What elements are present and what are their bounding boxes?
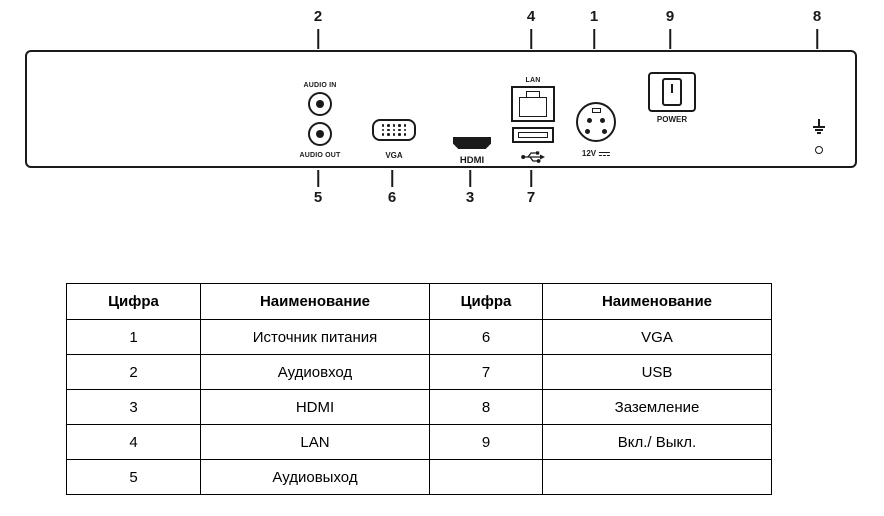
cell: 2 [66,354,201,390]
cell: VGA [542,319,772,355]
callout-line [469,170,471,187]
col-header-digit-1: Цифра [66,283,201,320]
callout-number-4: 4 [526,8,536,25]
lan-port [511,86,555,122]
audio-in-jack [308,92,332,116]
cell [542,459,772,495]
cell: 6 [429,319,543,355]
dc-pin [587,118,592,123]
col-header-digit-2: Цифра [429,283,543,320]
cell [429,459,543,495]
audio-in-label: AUDIO IN [303,82,337,89]
usb-icon [521,151,545,163]
cell: Аудиовход [200,354,430,390]
table-row: 3 HDMI 8 Заземление [66,389,772,425]
callout-number-8: 8 [812,8,822,25]
cell: 1 [66,319,201,355]
cell: 9 [429,424,543,460]
cell: Источник питания [200,319,430,355]
callout-line [593,29,595,49]
cell: LAN [200,424,430,460]
cell: 8 [429,389,543,425]
dc-power-connector [576,102,616,142]
cell: Аудиовыход [200,459,430,495]
callout-line [530,170,532,187]
callout-number-9: 9 [665,8,675,25]
callout-line [391,170,393,187]
vga-port [372,119,416,141]
col-header-name-1: Наименование [200,283,430,320]
callout-number-2: 2 [313,8,323,25]
callout-number-3: 3 [465,189,475,206]
callout-number-5: 5 [313,189,323,206]
device-rear-panel: AUDIO IN AUDIO OUT VGA HDMI LAN [25,50,857,168]
callout-line [530,29,532,49]
dc-pin [602,129,607,134]
audio-out-jack [308,122,332,146]
ports-reference-table: Цифра Наименование Цифра Наименование 1 … [66,283,772,495]
power-switch [648,72,696,112]
ground-screw [815,146,823,154]
callout-line [317,170,319,187]
table-header-row: Цифра Наименование Цифра Наименование [66,283,772,320]
hdmi-label: HDMI [459,155,485,166]
table-row: 4 LAN 9 Вкл./ Выкл. [66,424,772,460]
callout-number-1: 1 [589,8,599,25]
hdmi-port [453,137,491,149]
cell: 5 [66,459,201,495]
col-header-name-2: Наименование [542,283,772,320]
power-label: POWER [656,115,688,124]
table-row: 1 Источник питания 6 VGA [66,319,772,355]
callout-line [317,29,319,49]
vga-label: VGA [385,151,403,160]
power-rocker [662,78,682,106]
table-row: 2 Аудиовход 7 USB [66,354,772,390]
dc-12v-label: 12V [581,149,611,158]
cell: 3 [66,389,201,425]
lan-clip-tab [526,91,540,97]
callout-line [816,29,818,49]
usb-port [512,127,554,143]
dc-connector-notch [591,108,601,113]
dc-pin [600,118,605,123]
usb-contact-bar [518,132,548,138]
callout-number-7: 7 [526,189,536,206]
cell: 7 [429,354,543,390]
cell: HDMI [200,389,430,425]
audio-out-label: AUDIO OUT [299,152,341,159]
dc-12v-text: 12V [581,149,597,158]
dc-symbol-icon [599,151,611,156]
dc-pin [585,129,590,134]
lan-jack [519,97,547,117]
callout-line [669,29,671,49]
cell: Заземление [542,389,772,425]
table-row: 5 Аудиовыход [66,459,772,495]
cell: USB [542,354,772,390]
lan-label: LAN [525,77,541,84]
callout-number-6: 6 [387,189,397,206]
cell: 4 [66,424,201,460]
cell: Вкл./ Выкл. [542,424,772,460]
